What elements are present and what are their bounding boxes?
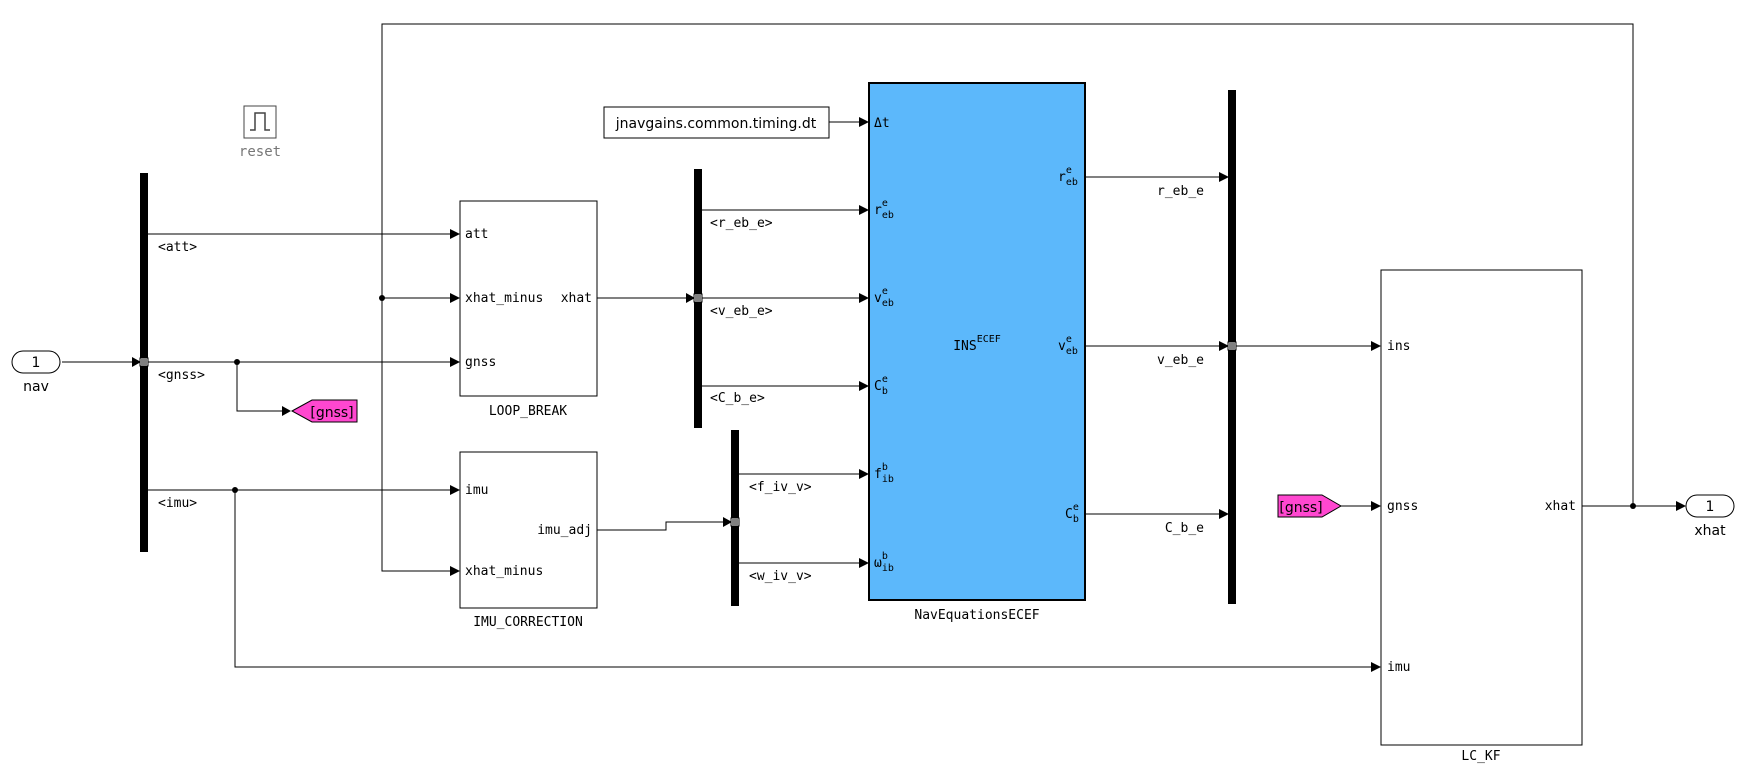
mux-signal-r-eb-e: r_eb_e (1157, 184, 1204, 199)
nav-eq-out-v-sup: e (1066, 334, 1072, 345)
bus-selector-nav[interactable]: <att> <gnss> <imu> (139, 173, 205, 552)
imu-correction-in-xhat-minus: xhat_minus (465, 564, 543, 579)
nav-eq-in-w-main: ω (874, 556, 882, 571)
loop-break-in-att: att (465, 227, 488, 242)
lc-kf-in-gnss: gnss (1387, 499, 1418, 514)
inport-number: 1 (32, 355, 41, 371)
nav-eq-out-v-sub: eb (1066, 346, 1078, 357)
nav-eq-in-f-sup: b (882, 462, 888, 473)
bus-selector-imu[interactable]: <f_iv_v> <w_iv_v> (730, 430, 812, 606)
nav-eq-in-r-sub: eb (882, 210, 894, 221)
nav-eq-out-v-main: v (1058, 339, 1066, 354)
nav-eq-out-r-sub: eb (1066, 177, 1078, 188)
outport-number: 1 (1706, 499, 1715, 515)
nav-eq-in-f-main: f (874, 467, 882, 482)
from-gnss-label: [gnss] (1279, 500, 1322, 516)
imu-correction-name: IMU_CORRECTION (473, 615, 583, 630)
selector-signal-c-b-e: <C_b_e> (710, 391, 765, 406)
from-gnss-tag[interactable]: [gnss] (1277, 494, 1342, 518)
loop-break-in-gnss: gnss (465, 355, 496, 370)
loop-break-in-xhat-minus: xhat_minus (465, 291, 543, 306)
selector-signal-v-eb-e: <v_eb_e> (710, 304, 773, 319)
loop-break-out-xhat: xhat (561, 291, 592, 306)
pulse-icon (250, 112, 270, 131)
lc-kf-block[interactable]: ins gnss imu xhat LC_KF (1380, 269, 1583, 764)
demux-signal-imu: <imu> (158, 496, 197, 511)
nav-eq-in-f-sub: ib (882, 474, 894, 485)
signal-wires (62, 23, 1686, 672)
goto-gnss-label: [gnss] (310, 405, 353, 421)
lc-kf-out-xhat: xhat (1545, 499, 1576, 514)
reset-label: reset (239, 144, 281, 160)
demux-signal-gnss: <gnss> (158, 368, 205, 383)
goto-gnss-tag[interactable]: [gnss] (290, 399, 358, 423)
loop-break-block[interactable]: att xhat_minus gnss xhat LOOP_BREAK (459, 200, 598, 419)
nav-eq-in-dt: Δt (874, 116, 890, 131)
nav-eq-in-r-sup: e (882, 198, 888, 209)
lc-kf-in-imu: imu (1387, 660, 1410, 675)
nav-eq-in-r-main: r (874, 203, 882, 218)
mux-signal-c-b-e: C_b_e (1165, 521, 1204, 536)
nav-eq-out-r-sup: e (1066, 165, 1072, 176)
nav-eq-in-v-sup: e (882, 286, 888, 297)
constant-dt-block[interactable]: jnavgains.common.timing.dt (603, 106, 830, 139)
loop-break-name: LOOP_BREAK (489, 404, 567, 419)
nav-eq-out-r-main: r (1058, 170, 1066, 185)
nav-eq-title-main: INS (953, 339, 976, 354)
outport-xhat[interactable]: 1 xhat (1685, 494, 1735, 539)
nav-eq-out-c-main: C (1065, 507, 1073, 522)
nav-eq-title-sup: ECEF (977, 334, 1001, 345)
selector-signal-f-iv-v: <f_iv_v> (749, 480, 812, 495)
nav-eq-in-c-main: C (874, 379, 882, 394)
reset-block[interactable]: reset (239, 105, 281, 160)
nav-eq-in-v-sub: eb (882, 298, 894, 309)
selector-signal-r-eb-e: <r_eb_e> (710, 216, 773, 231)
imu-correction-block[interactable]: imu xhat_minus imu_adj IMU_CORRECTION (459, 451, 598, 630)
nav-eq-out-c-sup: e (1073, 502, 1079, 513)
inport-nav[interactable]: 1 nav (11, 350, 61, 395)
nav-eq-in-v-main: v (874, 291, 882, 306)
nav-eq-name: NavEquationsECEF (914, 608, 1039, 623)
mux-signal-v-eb-e: v_eb_e (1157, 353, 1204, 368)
nav-eq-in-w-sub: ib (882, 563, 894, 574)
outport-name: xhat (1694, 523, 1726, 539)
lc-kf-in-ins: ins (1387, 339, 1410, 354)
selector-signal-w-iv-v: <w_iv_v> (749, 569, 812, 584)
nav-eq-in-c-sup: e (882, 374, 888, 385)
bus-creator-ins[interactable]: r_eb_e v_eb_e C_b_e (1157, 90, 1237, 604)
bus-selector-xhat[interactable]: <r_eb_e> <v_eb_e> <C_b_e> (693, 169, 773, 428)
inport-name: nav (23, 379, 49, 395)
constant-dt-value: jnavgains.common.timing.dt (615, 116, 817, 132)
nav-eq-in-c-sub: b (882, 386, 888, 397)
nav-eq-in-w-sup: b (882, 551, 888, 562)
nav-eq-title: INSECEF (953, 334, 1001, 354)
imu-correction-out-imu-adj: imu_adj (537, 523, 592, 538)
imu-correction-in-imu: imu (465, 483, 488, 498)
nav-eq-out-c-sub: b (1073, 514, 1079, 525)
demux-signal-att: <att> (158, 240, 197, 255)
lc-kf-name: LC_KF (1461, 749, 1500, 764)
